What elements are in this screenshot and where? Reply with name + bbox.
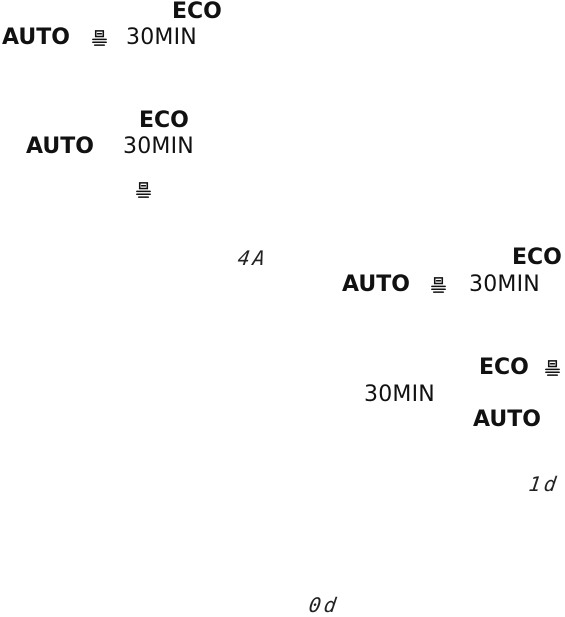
- min30-label-group1: 30MIN: [126, 25, 197, 50]
- min30-label-group4: 30MIN: [364, 382, 435, 407]
- min30-label-group2: 30MIN: [123, 134, 194, 159]
- eco-label-group4: ECO: [479, 355, 529, 380]
- auto-label-group1: AUTO: [2, 25, 70, 50]
- eco-label-group2: ECO: [139, 108, 189, 133]
- eco-label-group1: ECO: [172, 0, 222, 24]
- auto-label-group3: AUTO: [342, 272, 410, 297]
- auto-label-group2: AUTO: [26, 134, 94, 159]
- auto-label-group4: AUTO: [473, 407, 541, 432]
- segment-display-4a: 4A: [236, 246, 270, 270]
- dishes-stack-icon: [543, 358, 562, 377]
- min30-label-group3: 30MIN: [469, 272, 540, 297]
- segment-display-0d: 0d: [307, 593, 341, 617]
- dishes-stack-icon: [90, 28, 109, 47]
- dishes-stack-icon: [429, 275, 448, 294]
- eco-label-group3: ECO: [512, 245, 562, 270]
- segment-display-1d: 1d: [527, 472, 561, 496]
- dishes-stack-icon: [134, 180, 153, 199]
